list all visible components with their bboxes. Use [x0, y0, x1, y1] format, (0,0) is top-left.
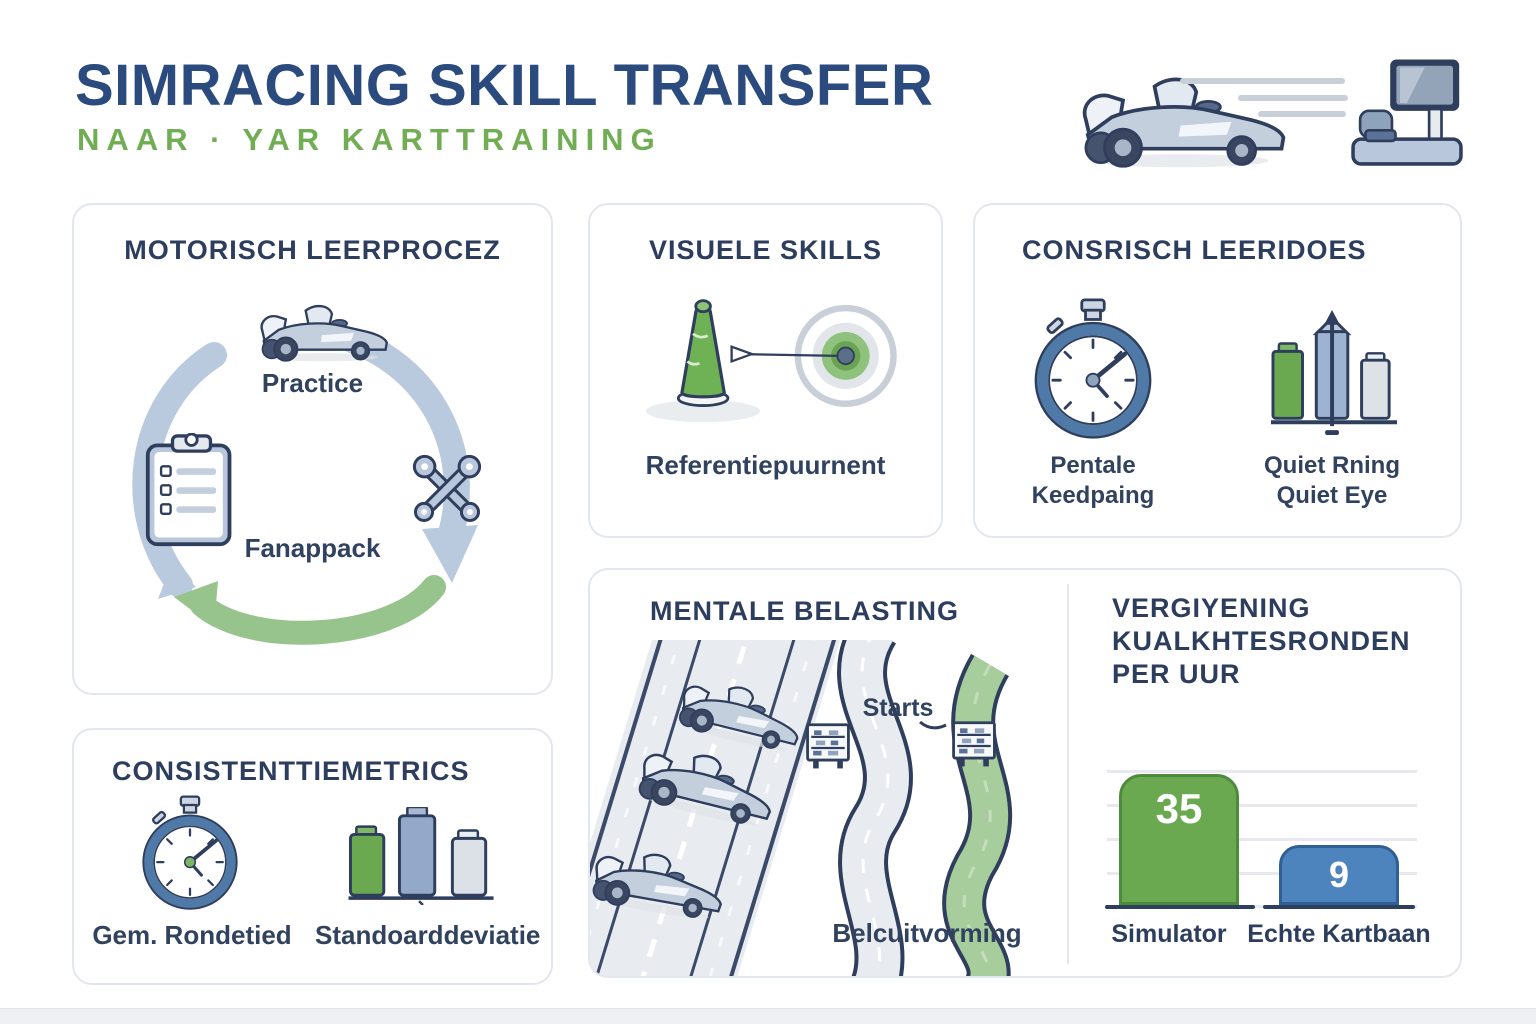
- bar-chart-arrow-icon: [1270, 310, 1400, 437]
- bar-value-kartbaan: 9: [1328, 854, 1350, 895]
- chart-bar-simulator: 35: [1119, 774, 1239, 905]
- card-motor-learning: MOTORISCH LEERPROCEZ Practice: [72, 203, 553, 695]
- speed-line-icon: [1238, 95, 1348, 101]
- chart-axis: [1263, 905, 1415, 909]
- billboard-icon: [950, 720, 998, 772]
- stopwatch-icon: [1034, 298, 1152, 440]
- cycle-bottom-label: Fanappack: [244, 533, 381, 563]
- comparison-title-line1: VERGIYENING: [1112, 593, 1311, 623]
- kart-icon: [252, 293, 392, 369]
- chart-axis: [1105, 905, 1255, 909]
- card-visual-title: VISUELE SKILLS: [648, 235, 883, 265]
- clipboard-icon: [144, 433, 239, 549]
- visual-caption: Referentiepuurnent: [645, 450, 886, 480]
- bar-label-simulator: Simulator: [1111, 920, 1227, 948]
- cognitive-right-caption: Quiet Rning Quiet Eye: [1232, 451, 1432, 511]
- card-comparison-title: VERGIYENING KUALKHTESRONDEN PER UUR: [1112, 592, 1411, 691]
- card-visual-skills: VISUELE SKILLS Referentiepuurnent: [588, 203, 943, 538]
- card-consistency-title: CONSISTENTTIEMETRICS: [112, 756, 470, 786]
- chart-gridline: [1107, 838, 1417, 841]
- section-divider: [1067, 584, 1069, 964]
- bar-chart-icon: [347, 807, 497, 905]
- speed-line-icon: [1180, 78, 1345, 84]
- cognitive-right-line2: Quiet Eye: [1276, 482, 1388, 509]
- chart-gridline: [1107, 872, 1417, 875]
- chart-gridline: [1107, 770, 1417, 773]
- cone-target-icon: [625, 297, 910, 435]
- page-subtitle: NAAR · YAR KARTTRAINING: [77, 122, 662, 157]
- chart-gridline: [1107, 905, 1417, 908]
- card-consistency: CONSISTENTTIEMETRICS Gem. Rondetied Stan…: [72, 728, 553, 985]
- cognitive-left-line1: Pentale: [1050, 452, 1136, 479]
- sim-rig-icon: [1348, 56, 1466, 171]
- card-motor-title: MOTORISCH LEERPROCEZ: [124, 235, 501, 265]
- footer-strip: [0, 1008, 1536, 1024]
- bar-label-kartbaan: Echte Kartbaan: [1247, 920, 1431, 948]
- starts-label: Starts: [862, 694, 934, 722]
- cognitive-left-caption: Pentale Keedpaing: [993, 451, 1193, 511]
- consistency-right-caption: Standoarddeviatie: [315, 920, 541, 950]
- consistency-left-caption: Gem. Rondetied: [92, 920, 292, 950]
- stopwatch-icon: [142, 795, 238, 911]
- chart-gridline: [1107, 804, 1417, 807]
- comparison-title-line3: PER UUR: [1112, 659, 1241, 689]
- card-mental-and-comparison: MENTALE BELASTING: [588, 568, 1462, 978]
- cognitive-right-line1: Quiet Rning: [1264, 452, 1400, 479]
- card-cognitive: CONSRISCH LEERIDOES Pentale Keedpaing: [973, 203, 1462, 538]
- page-title: SIMRACING SKILL TRANSFER: [75, 53, 934, 118]
- card-cognitive-title: CONSRISCH LEERIDOES: [1022, 235, 1367, 265]
- mental-caption: Belcuitvorming: [832, 918, 1022, 948]
- bar-value-simulator: 35: [1155, 785, 1203, 832]
- chart-bar-kartbaan: 9: [1279, 845, 1399, 905]
- comparison-title-line2: KUALKHTESRONDEN: [1112, 626, 1411, 656]
- cycle-top-label: Practice: [261, 368, 364, 398]
- crossed-wrenches-icon: [400, 441, 494, 537]
- billboard-icon: [804, 722, 852, 774]
- cognitive-left-line2: Keedpaing: [1031, 482, 1155, 509]
- card-mental-title: MENTALE BELASTING: [650, 596, 959, 626]
- speed-line-icon: [1258, 111, 1346, 117]
